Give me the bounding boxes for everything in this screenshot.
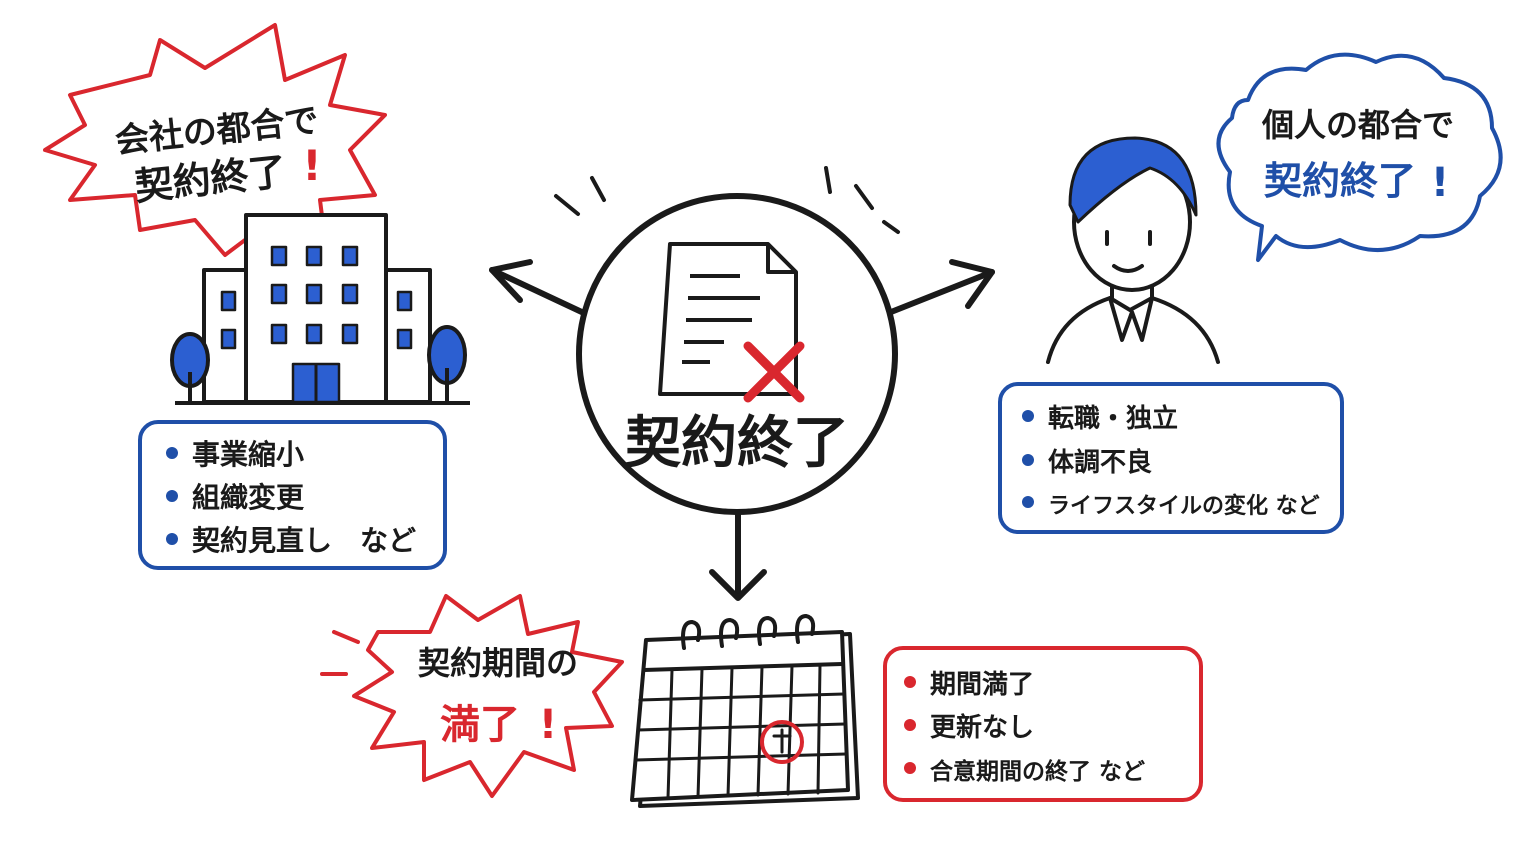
company-reason-1: 事業縮小 [192,438,304,471]
list-bullet [166,447,178,459]
list-bullet [904,762,916,774]
list-bullet [166,533,178,545]
period-emphasis-lines [320,630,360,676]
personal-bubble-line2: 契約終了 [1264,159,1416,203]
personal-bubble-mark: ! [1431,160,1449,206]
office-building-icon [170,213,470,405]
company-bubble: 会社の都合で 契約終了 ! [43,23,387,257]
list-bullet [904,719,916,731]
personal-bubble-line1: 個人の都合で [1261,106,1454,144]
period-reason-2: 更新なし [930,712,1034,743]
emphasis-lines [554,166,900,234]
company-reason-3: 契約見直し など [192,524,416,557]
arrow-left [489,267,589,317]
personal-bubble: 個人の都合で 契約終了 ! [1216,52,1503,262]
person-icon [1046,136,1220,364]
list-bullet [904,676,916,688]
period-bubble-line2: 満了 [440,702,520,748]
period-bubble-mark: ! [539,702,557,748]
list-bullet [1022,454,1034,466]
center-node: 契約終了 [489,166,995,601]
company-burst-shape [43,23,387,257]
personal-reason-2: 体調不良 [1048,447,1152,478]
list-bullet [1022,496,1034,508]
period-reason-3: 合意期間の終了 など [930,758,1145,785]
personal-reasons-box: 転職・独立 体調不良 ライフスタイルの変化 など [998,382,1344,534]
x-mark-icon [743,341,805,403]
company-bubble-mark: ! [302,141,321,190]
arrows [489,259,995,601]
calendar-icon [630,614,860,808]
arrow-right [883,269,995,317]
company-reason-2: 組織変更 [192,481,305,514]
personal-reason-1: 転職・独立 [1048,403,1178,434]
list-bullet [1022,410,1034,422]
personal-reason-3: ライフスタイルの変化 など [1048,493,1320,519]
period-burst-shape [352,594,624,798]
period-bubble-line1: 契約期間の [418,644,578,682]
center-title: 契約終了 [625,411,849,476]
period-bubble: 契約期間の 満了 ! [320,594,624,798]
personal-cloud-shape [1216,52,1503,262]
period-reason-1: 期間満了 [930,670,1034,700]
period-reasons-box: 期間満了 更新なし 合意期間の終了 など [883,646,1203,802]
company-reasons-box: 事業縮小 組織変更 契約見直し など [138,420,447,570]
list-bullet [166,490,178,502]
